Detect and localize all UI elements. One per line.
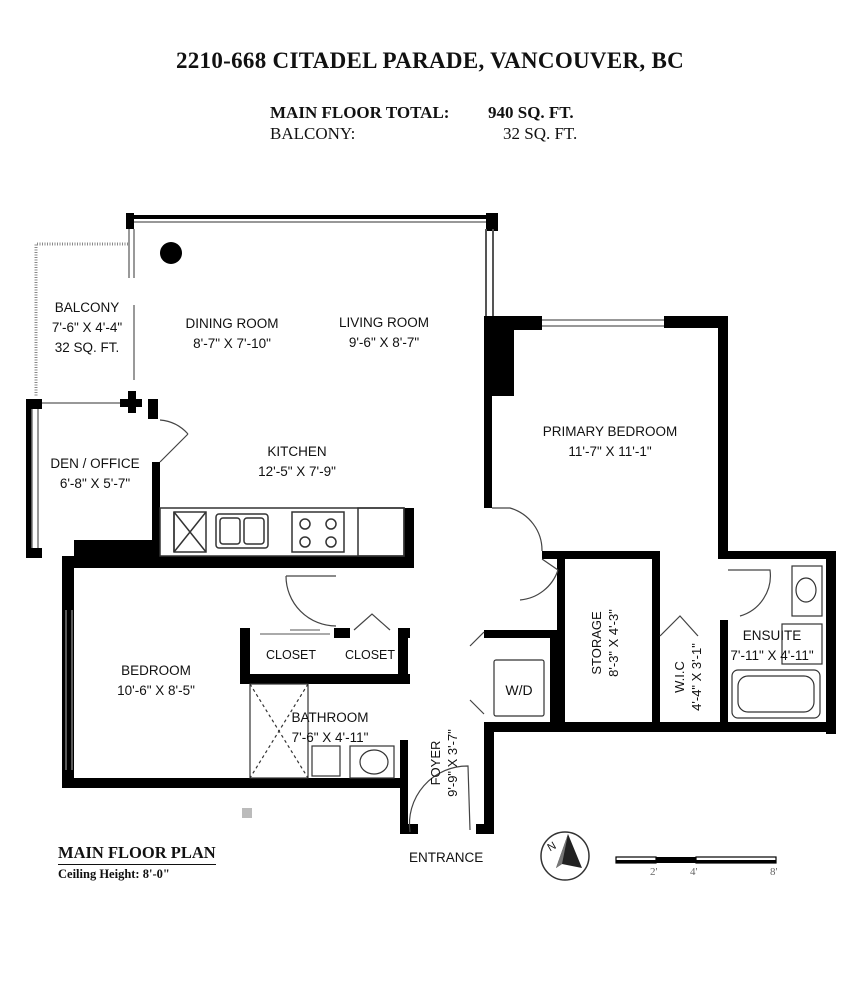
- entrance-label: ENTRANCE: [409, 850, 484, 865]
- scale-label-8: 8': [770, 866, 778, 878]
- room-name: BALCONY: [54, 300, 120, 315]
- room-dimensions: 11'-7" X 11'-1": [568, 444, 652, 459]
- room-label-storage: STORAGE 8'-3" X 4'-3": [588, 598, 622, 688]
- floor-plan-title: MAIN FLOOR PLAN: [58, 843, 216, 865]
- balcony-total-label: BALCONY:: [270, 124, 356, 143]
- door-swings: [159, 419, 771, 833]
- room-dimensions: 7'-11" X 4'-11": [730, 648, 814, 663]
- closet-rods: [260, 629, 330, 635]
- room-label-bedroom: BEDROOM 10'-6" X 8'-5": [117, 661, 195, 701]
- room-name: CLOSET: [344, 648, 396, 662]
- scale-bar-icon: [615, 856, 777, 864]
- room-name: CLOSET: [265, 648, 317, 662]
- room-label-ensuite: ENSUITE 7'-11" X 4'-11": [730, 626, 813, 666]
- room-name: BEDROOM: [121, 663, 191, 678]
- bathroom-fixtures: [249, 565, 823, 779]
- room-dimensions: 8'-7" X 7'-10": [193, 336, 271, 351]
- plan-marker: [242, 808, 252, 818]
- room-label-dining: DINING ROOM 8'-7" X 7'-10": [186, 314, 279, 354]
- room-name: DEN / OFFICE: [50, 456, 140, 471]
- room-label-closet-1: CLOSET: [266, 645, 316, 665]
- plan-title-block: MAIN FLOOR PLAN Ceiling Height: 8'-0": [58, 843, 216, 882]
- room-name: W/D: [505, 682, 533, 698]
- windows: [31, 221, 664, 770]
- room-label-living: LIVING ROOM 9'-6" X 8'-7": [339, 313, 429, 353]
- room-name: FOYER: [428, 740, 443, 786]
- room-name: W.I.C: [672, 661, 687, 693]
- scale-label-4: 4': [690, 866, 698, 878]
- north-arrow-icon: [540, 831, 590, 881]
- main-floor-total-label: MAIN FLOOR TOTAL:: [270, 103, 450, 122]
- room-dimensions: 4'-4" X 3'-1": [689, 643, 704, 711]
- room-dimensions: 7'-6" X 4'-4": [51, 320, 123, 335]
- room-name: ENSUITE: [742, 628, 802, 643]
- scale-label-2: 2': [650, 866, 658, 878]
- ceiling-height: Ceiling Height: 8'-0": [58, 867, 170, 881]
- room-name: BATHROOM: [291, 710, 369, 725]
- property-address: 2210-668 CITADEL PARADE, VANCOUVER, BC: [175, 48, 685, 73]
- room-dimensions: 12'-5" X 7'-9": [258, 464, 336, 479]
- main-floor-total-value: 940 SQ. FT.: [488, 103, 574, 122]
- room-label-balcony: BALCONY 7'-6" X 4'-4" 32 SQ. FT.: [52, 298, 122, 358]
- structural-column: [160, 242, 182, 264]
- room-dimensions: 8'-3" X 4'-3": [606, 609, 621, 677]
- room-dimensions: 6'-8" X 5'-7": [59, 476, 131, 491]
- room-dimensions: 10'-6" X 8'-5": [117, 683, 195, 698]
- balcony-railing: [34, 242, 128, 397]
- room-label-foyer: FOYER 9'-9" X 3'-7": [427, 723, 461, 803]
- balcony-total-value: 32 SQ. FT.: [503, 124, 578, 143]
- room-label-bathroom: BATHROOM 7'-6" X 4'-11": [292, 708, 369, 748]
- room-dimensions: 9'-6" X 8'-7": [348, 335, 420, 350]
- exterior-walls: [26, 213, 836, 834]
- room-name: PRIMARY BEDROOM: [542, 424, 678, 439]
- room-label-den: DEN / OFFICE 6'-8" X 5'-7": [50, 454, 139, 494]
- room-area: 32 SQ. FT.: [54, 340, 120, 355]
- room-label-primary-bedroom: PRIMARY BEDROOM 11'-7" X 11'-1": [543, 422, 678, 462]
- room-dimensions: 9'-9" X 3'-7": [445, 729, 460, 797]
- room-name: KITCHEN: [267, 444, 327, 459]
- room-label-kitchen: KITCHEN 12'-5" X 7'-9": [258, 442, 336, 482]
- room-name: STORAGE: [589, 611, 604, 675]
- room-label-wic: W.I.C 4'-4" X 3'-1": [671, 637, 705, 717]
- room-name: LIVING ROOM: [338, 315, 430, 330]
- room-name: DINING ROOM: [185, 316, 279, 331]
- kitchen-counter: [159, 507, 405, 557]
- room-label-closet-2: CLOSET: [345, 645, 395, 665]
- room-label-wd: W/D: [505, 680, 532, 700]
- room-dimensions: 7'-6" X 4'-11": [291, 730, 369, 745]
